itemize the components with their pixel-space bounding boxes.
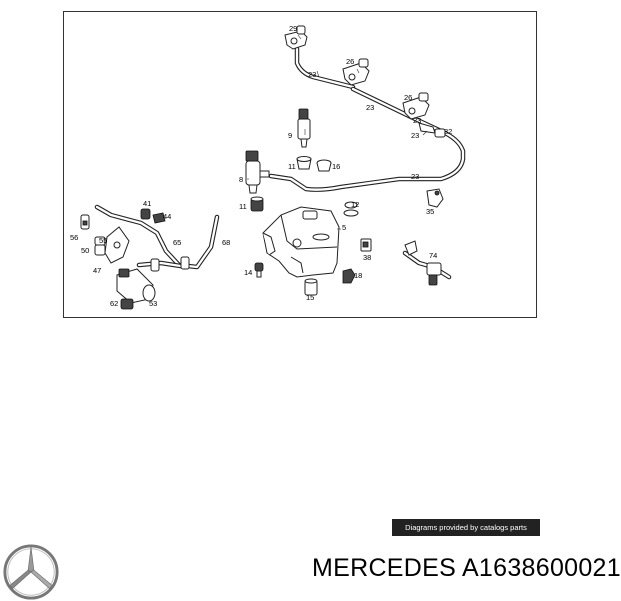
part-label: 35 xyxy=(426,207,434,216)
grommet-15 xyxy=(304,278,318,296)
part-label: 44 xyxy=(163,212,171,221)
part-label: 23 xyxy=(411,172,419,181)
part-label: 53 xyxy=(149,299,157,308)
clip-35 xyxy=(426,188,444,208)
pump-9 xyxy=(297,108,311,148)
part-label: 15 xyxy=(306,293,314,302)
part-caption: MERCEDES A1638600021 xyxy=(312,554,621,582)
check-valve-56 xyxy=(80,214,90,230)
part-label: 12 xyxy=(351,200,359,209)
grommet-18 xyxy=(342,268,356,284)
part-label: 14 xyxy=(244,268,252,277)
grommet-62 xyxy=(120,298,134,310)
pump-53 xyxy=(116,268,156,304)
leader-lines xyxy=(247,34,428,230)
connector-65 xyxy=(150,256,190,272)
part-label: 55 xyxy=(99,236,107,245)
part-label: 23 xyxy=(308,70,316,79)
part-label: 16 xyxy=(332,162,340,171)
bracket-47 xyxy=(104,226,130,264)
clip-41 xyxy=(140,208,151,220)
part-label: 11 xyxy=(239,202,247,211)
pump-8 xyxy=(245,150,270,194)
connector-32 xyxy=(418,122,446,138)
part-label: 9 xyxy=(288,131,292,140)
part-label: 74 xyxy=(429,251,437,260)
grommet-11-lower xyxy=(250,196,264,212)
part-label: 56 xyxy=(70,233,78,242)
cap-16 xyxy=(316,159,332,172)
part-label: 38 xyxy=(363,253,371,262)
part-label: 29 xyxy=(289,24,297,33)
part-label: 8 xyxy=(239,175,243,184)
part-label: 5 xyxy=(342,223,346,232)
grommet-44 xyxy=(152,212,166,224)
washer-nozzle-26a xyxy=(342,58,370,86)
washer-nozzle-29 xyxy=(284,25,308,50)
part-label: 18 xyxy=(354,271,362,280)
washer-system-diagram: 29 26 23 23 26 23 23 32 9 11 16 8 23 35 … xyxy=(70,24,466,310)
part-label: 47 xyxy=(93,266,101,275)
cap-12 xyxy=(343,201,359,217)
part-number-labels: 29 26 23 23 26 23 23 32 9 11 16 8 23 35 … xyxy=(70,24,452,308)
part-label: 32 xyxy=(444,127,452,136)
part-label: 23 xyxy=(366,103,374,112)
washer-reservoir-5 xyxy=(262,206,340,278)
part-label: 23 xyxy=(413,116,421,125)
bracket-38 xyxy=(360,238,372,252)
part-label: 26 xyxy=(404,93,412,102)
page: 29 26 23 23 26 23 23 32 9 11 16 8 23 35 … xyxy=(3,11,621,600)
part-label: 65 xyxy=(173,238,181,247)
part-label: 68 xyxy=(222,238,230,247)
bolt-14 xyxy=(254,262,264,278)
parts-diagram-frame: 29 26 23 23 26 23 23 32 9 11 16 8 23 35 … xyxy=(63,11,537,318)
diagram-credit-badge: Diagrams provided by catalogs parts xyxy=(392,519,540,536)
part-label: 26 xyxy=(346,57,354,66)
hose-left-line xyxy=(94,204,220,270)
bracket-50 xyxy=(94,244,106,256)
hose-upper-line xyxy=(268,46,466,192)
mercedes-star-icon xyxy=(3,544,59,600)
part-label: 11 xyxy=(288,162,296,171)
part-label: 62 xyxy=(110,299,118,308)
part-label: 50 xyxy=(81,246,89,255)
grommet-11-upper xyxy=(296,156,312,170)
part-label: 41 xyxy=(143,199,151,208)
part-label: 23 xyxy=(411,131,419,140)
washer-nozzle-26b xyxy=(402,92,430,120)
nozzle-heater-74 xyxy=(402,240,452,286)
